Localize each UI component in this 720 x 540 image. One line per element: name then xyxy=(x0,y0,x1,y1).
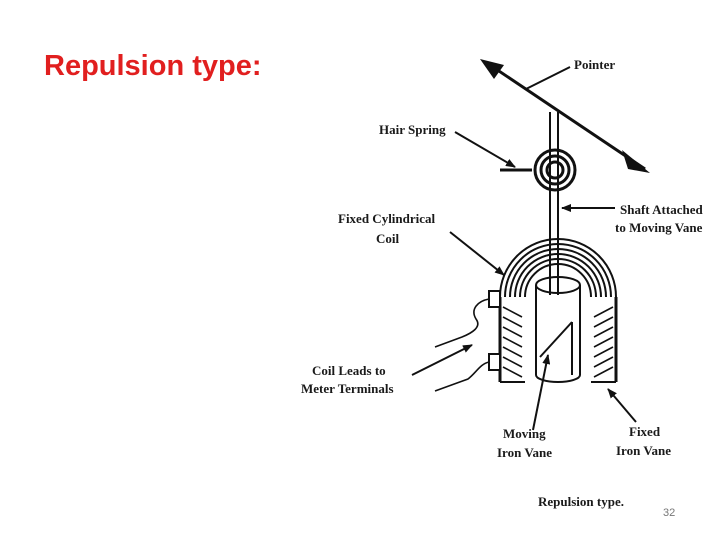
hair-spring xyxy=(500,148,577,192)
label-shaft-line1: Shaft Attached xyxy=(620,202,703,217)
label-hair-spring: Hair Spring xyxy=(379,122,446,137)
coil-terminals xyxy=(488,290,501,371)
label-leads-line1: Coil Leads to xyxy=(312,363,386,378)
diagram-canvas: Pointer Hair Spring Shaft Attached to Mo… xyxy=(301,57,703,509)
coil-leads xyxy=(434,298,490,392)
label-coil-line2: Coil xyxy=(376,231,400,246)
label-leads-line2: Meter Terminals xyxy=(301,381,394,396)
leader-arrows xyxy=(411,66,637,431)
repulsion-meter-diagram: Pointer Hair Spring Shaft Attached to Mo… xyxy=(300,57,715,511)
label-moving-vane-line1: Moving xyxy=(503,426,546,441)
pointer-needle xyxy=(480,59,650,173)
label-shaft-line2: to Moving Vane xyxy=(615,220,703,235)
label-fixed-vane-line1: Fixed xyxy=(629,424,661,439)
coil-windings xyxy=(502,306,614,378)
label-pointer: Pointer xyxy=(574,57,615,72)
slide-title: Repulsion type: xyxy=(44,50,262,82)
diagram-caption: Repulsion type. xyxy=(538,494,624,509)
label-coil-line1: Fixed Cylindrical xyxy=(338,211,436,226)
label-fixed-vane-line2: Iron Vane xyxy=(616,443,671,458)
iron-vanes xyxy=(535,276,581,383)
labels: Pointer Hair Spring Shaft Attached to Mo… xyxy=(301,57,703,509)
shaft xyxy=(549,112,559,295)
label-moving-vane-line2: Iron Vane xyxy=(497,445,552,460)
page-number: 32 xyxy=(663,507,676,519)
